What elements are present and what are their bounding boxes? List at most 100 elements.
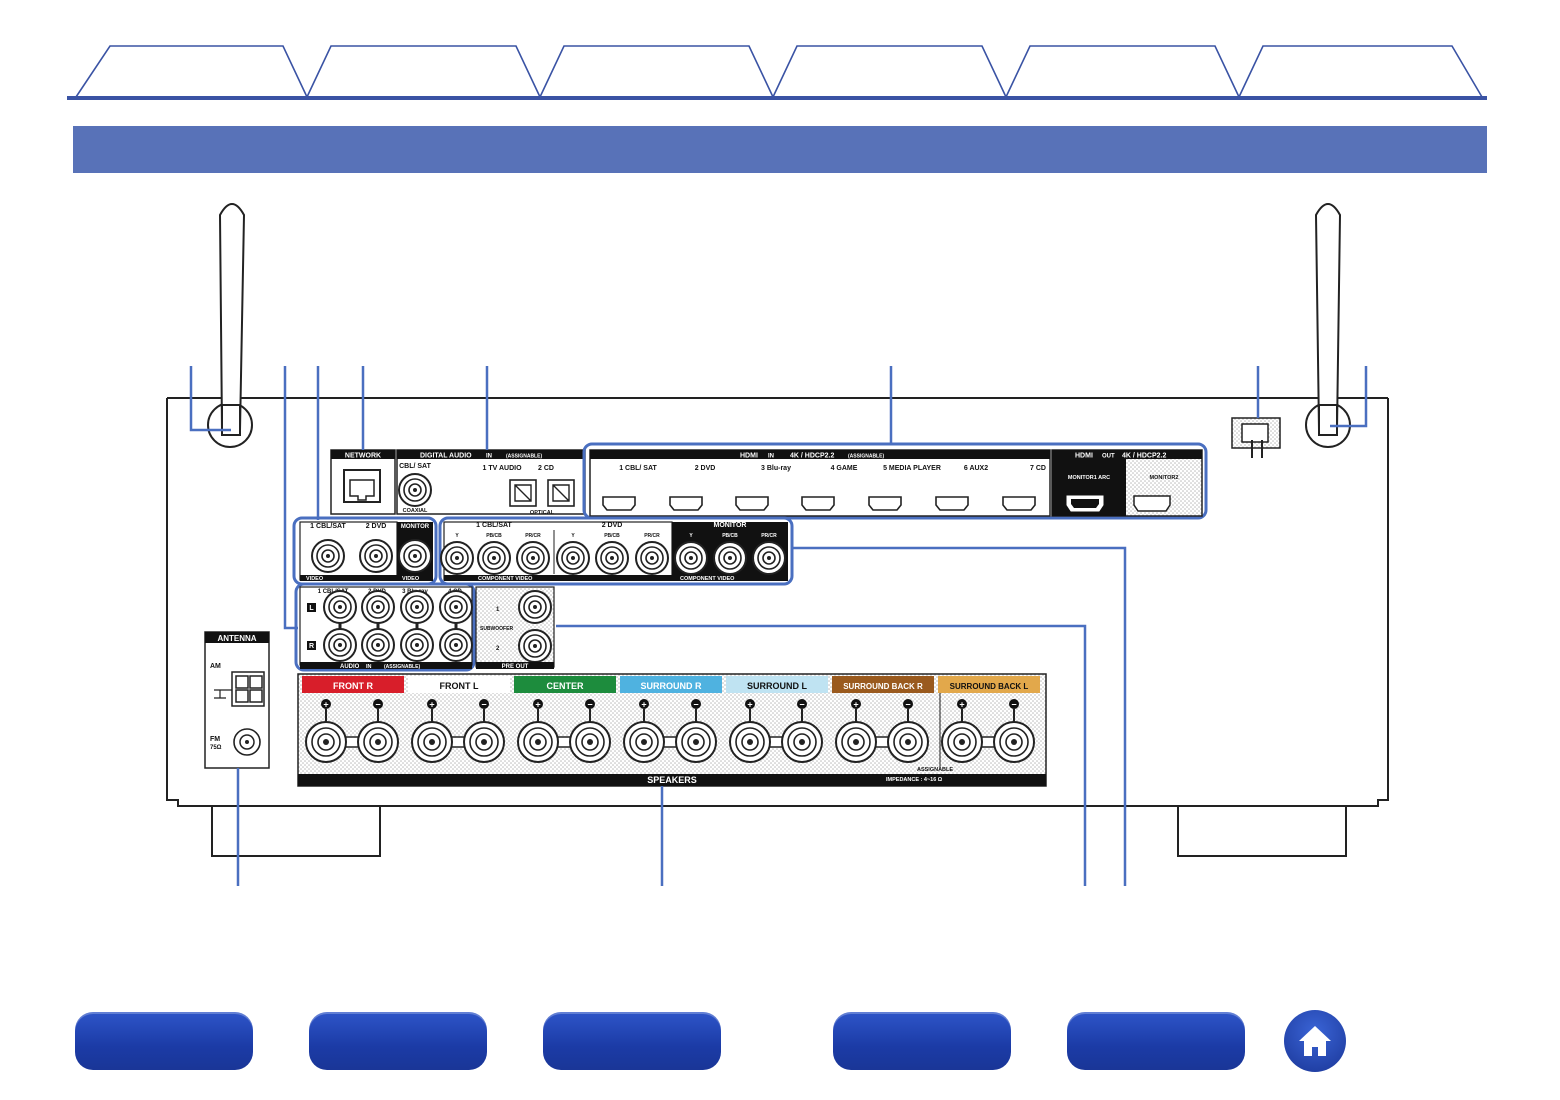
audio-in-4-l-jack[interactable]	[439, 590, 473, 624]
comp-2-pr-jack[interactable]	[635, 541, 669, 575]
comp-2-y-label: Y	[571, 533, 575, 539]
speaker-header-3	[514, 676, 616, 693]
antenna-label: ANTENNA	[217, 634, 256, 643]
hdmi-in-7-port[interactable]	[1002, 496, 1036, 511]
speaker-terminal-minus[interactable]	[569, 721, 611, 763]
audio-in-2-l-jack[interactable]	[361, 590, 395, 624]
plus-marker-icon	[957, 699, 967, 709]
minus-sign: −	[587, 700, 592, 710]
tab-4[interactable]	[772, 45, 1007, 98]
hdmi-monitor1-port[interactable]	[1066, 495, 1104, 512]
video-out-jack[interactable]	[398, 539, 432, 573]
network-label: NETWORK	[345, 453, 381, 460]
hdmi-in-1-port[interactable]	[602, 496, 636, 511]
speaker-channel-label: SURROUND BACK L	[950, 682, 1029, 691]
speaker-terminal-minus[interactable]	[357, 721, 399, 763]
minus-marker-icon	[585, 699, 595, 709]
speaker-header-2	[408, 676, 510, 693]
speaker-terminal-minus[interactable]	[675, 721, 717, 763]
audio-in-1-l-jack[interactable]	[323, 590, 357, 624]
speaker-group-4: SURROUND R+−	[620, 676, 722, 763]
minus-marker-icon	[373, 699, 383, 709]
nav-button-5[interactable]	[1067, 1012, 1245, 1070]
nav-button-1[interactable]	[75, 1012, 253, 1070]
comp-1-y-jack[interactable]	[440, 541, 474, 575]
audio-in-3-l-jack[interactable]	[400, 590, 434, 624]
nav-button-2[interactable]	[309, 1012, 487, 1070]
fm-label: FM	[210, 736, 220, 743]
speaker-terminal-minus[interactable]	[781, 721, 823, 763]
optical-jack-1[interactable]	[509, 479, 537, 507]
ac-inlet[interactable]	[1231, 417, 1281, 458]
speaker-terminal-plus[interactable]	[729, 721, 771, 763]
comp-out-y-jack[interactable]	[674, 541, 708, 575]
hdmi-in-6-port[interactable]	[935, 496, 969, 511]
coax-input-label: CBL/ SAT	[399, 463, 431, 470]
speaker-terminal-plus[interactable]	[835, 721, 877, 763]
nav-button-4[interactable]	[833, 1012, 1011, 1070]
audio-in-3-r-jack[interactable]	[400, 628, 434, 662]
network-section: NETWORK	[330, 449, 396, 515]
audio-r-label: R	[309, 643, 314, 650]
minus-sign: −	[799, 700, 804, 710]
hdmi-monitor2-port[interactable]	[1133, 495, 1171, 512]
video-in-1-jack[interactable]	[311, 539, 345, 573]
plus-sign: +	[747, 700, 752, 710]
speaker-terminal-minus[interactable]	[463, 721, 505, 763]
hdmi-in-4-port[interactable]	[801, 496, 835, 511]
comp-1-pb-jack[interactable]	[477, 541, 511, 575]
comp-out-pr-jack[interactable]	[752, 541, 786, 575]
video-in-2-jack[interactable]	[359, 539, 393, 573]
tab-2[interactable]	[306, 45, 541, 98]
speaker-terminal-plus[interactable]	[305, 721, 347, 763]
hdmi-in-6-label: 6 AUX2	[964, 465, 988, 472]
wireless-antenna-left[interactable]	[207, 203, 253, 448]
tab-6[interactable]	[1238, 45, 1483, 98]
tab-5[interactable]	[1005, 45, 1240, 98]
hdmi-in-5-port[interactable]	[868, 496, 902, 511]
subwoofer-2-jack[interactable]	[518, 629, 552, 663]
speaker-header-7	[938, 676, 1040, 693]
hdmi-out-spec: 4K / HDCP2.2	[1122, 453, 1166, 460]
plus-sign: +	[429, 700, 434, 710]
speaker-group-1: FRONT R+−	[302, 676, 404, 763]
speaker-terminal-plus[interactable]	[623, 721, 665, 763]
comp-out-pb-jack[interactable]	[713, 541, 747, 575]
audio-in-2-r-jack[interactable]	[361, 628, 395, 662]
tab-1[interactable]	[75, 45, 308, 98]
wireless-antenna-right[interactable]	[1305, 203, 1351, 448]
comp-2-pb-jack[interactable]	[595, 541, 629, 575]
sub-1-label: 1	[496, 607, 500, 613]
hdmi-in-2-port[interactable]	[669, 496, 703, 511]
video-in-footer: VIDEO	[306, 576, 324, 582]
speaker-terminal-plus[interactable]	[517, 721, 559, 763]
component-monitor-label: MONITOR	[714, 522, 747, 529]
optical-label: OPTICAL	[530, 510, 555, 516]
comp-2-y-jack[interactable]	[556, 541, 590, 575]
hdmi-in-7-label: 7 CD	[1030, 465, 1046, 472]
speaker-terminal-minus[interactable]	[993, 721, 1035, 763]
pre-out-label: PRE OUT	[502, 664, 529, 670]
speaker-terminal-minus[interactable]	[887, 721, 929, 763]
speaker-channel-label: FRONT R	[333, 681, 373, 691]
audio-in-4-r-jack[interactable]	[439, 628, 473, 662]
speaker-terminal-plus[interactable]	[411, 721, 453, 763]
coaxial-jack[interactable]	[398, 473, 432, 507]
network-port[interactable]	[343, 469, 381, 503]
plus-sign: +	[535, 700, 540, 710]
comp-1-y-label: Y	[455, 533, 459, 539]
tab-3[interactable]	[539, 45, 774, 98]
hdmi-in-3-port[interactable]	[735, 496, 769, 511]
subwoofer-1-jack[interactable]	[518, 590, 552, 624]
nav-button-3[interactable]	[543, 1012, 721, 1070]
digital-audio-assignable: (ASSIGNABLE)	[506, 454, 542, 460]
audio-in-1-r-jack[interactable]	[323, 628, 357, 662]
optical-jack-2[interactable]	[547, 479, 575, 507]
home-button[interactable]	[1284, 1010, 1346, 1072]
fm-antenna-jack[interactable]	[233, 728, 261, 756]
am-antenna-terminal[interactable]	[214, 671, 265, 707]
hdmi-out-label: HDMI	[1075, 453, 1093, 460]
subwoofer-label: SUBWOOFER	[480, 626, 513, 632]
speaker-terminal-plus[interactable]	[941, 721, 983, 763]
comp-1-pr-jack[interactable]	[516, 541, 550, 575]
